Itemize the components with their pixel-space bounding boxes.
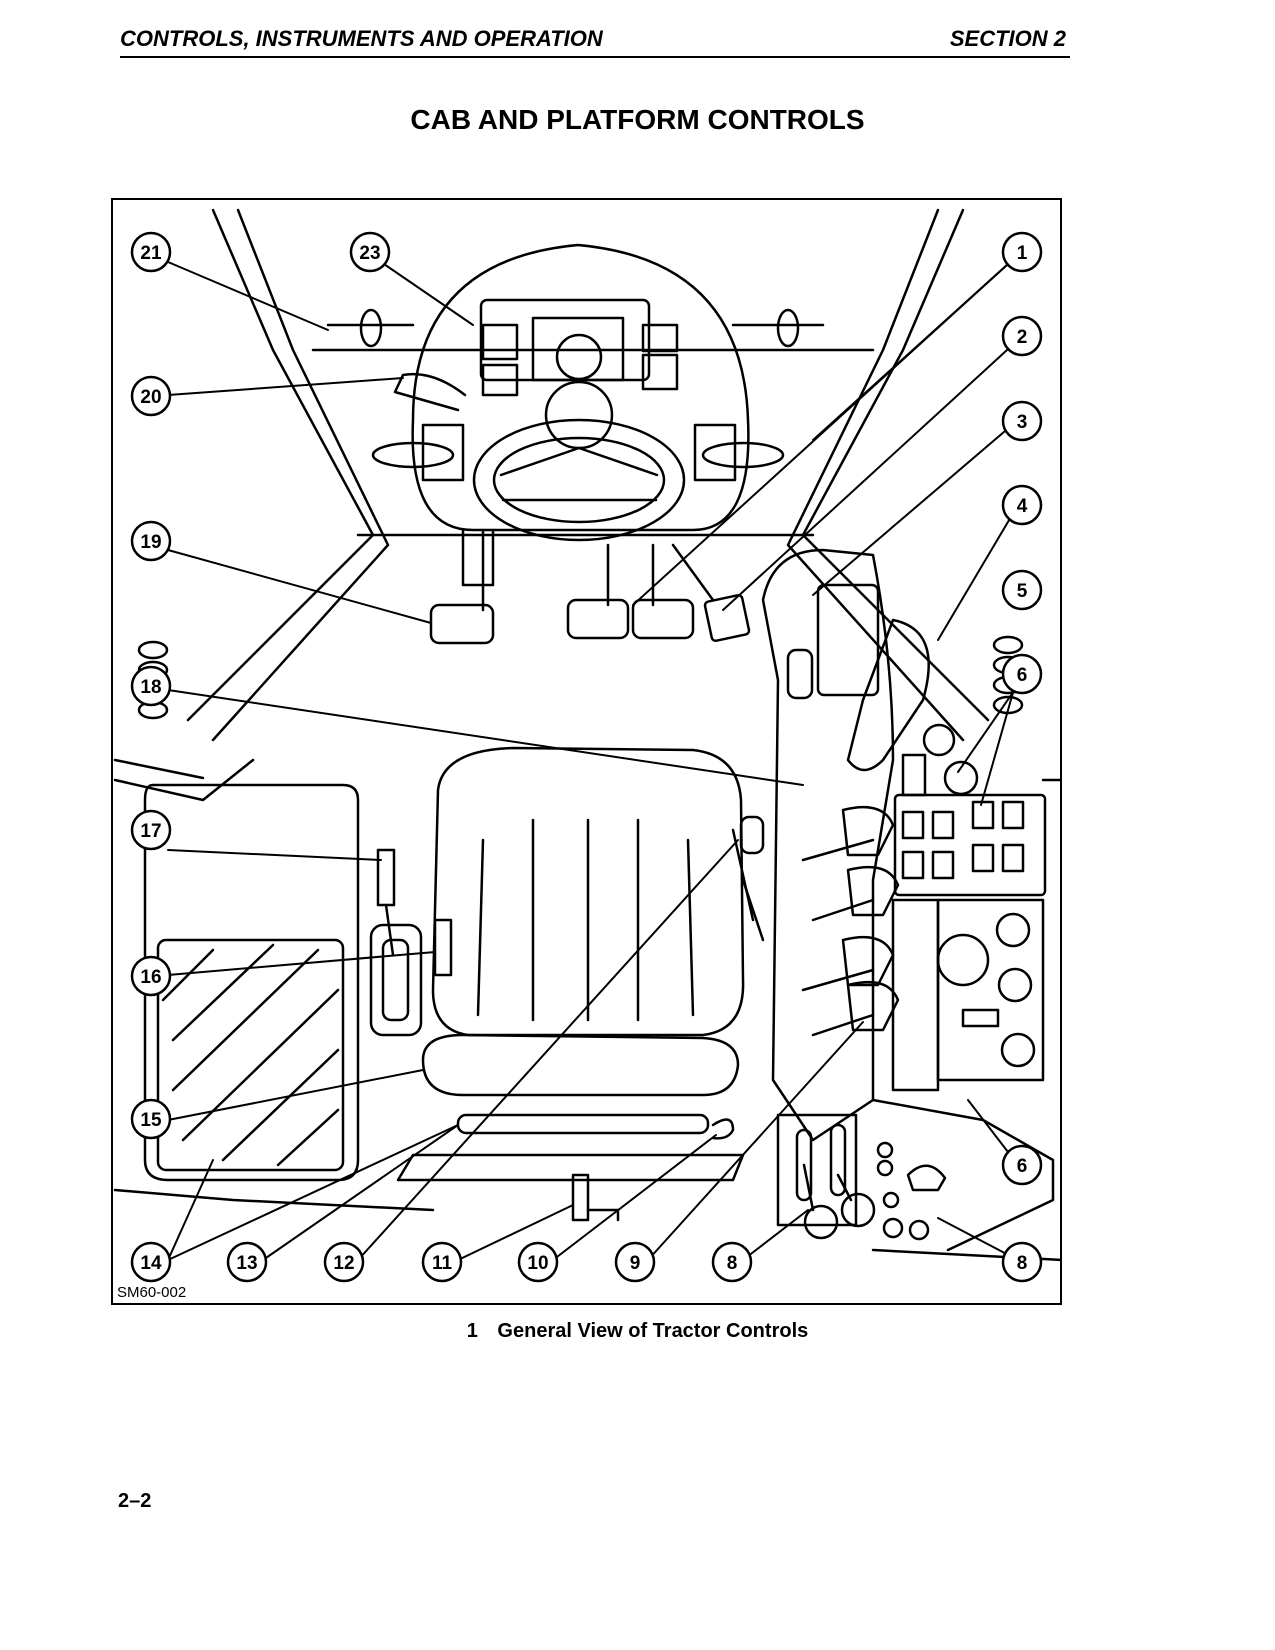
cab-rails (326, 308, 825, 348)
figure-caption-text: General View of Tractor Controls (497, 1320, 809, 1342)
callout-2: 2 (1017, 327, 1028, 348)
page-title: CAB AND PLATFORM CONTROLS (410, 104, 865, 135)
figure-caption: 1 General View of Tractor Controls (0, 1320, 1275, 1343)
cab-illustration: 21 23 20 19 18 17 16 15 14 13 12 11 10 9… (113, 208, 1060, 1283)
callout-20: 19 (140, 532, 161, 553)
callout-18: 17 (140, 821, 161, 842)
figure-caption-number: 1 (466, 1320, 478, 1342)
right-console (761, 548, 1060, 1252)
hydraulic-levers (801, 805, 900, 1037)
callout-8-upper: 6 (1017, 1156, 1028, 1177)
steering-console (371, 243, 785, 587)
callout-14: 13 (236, 1253, 257, 1274)
callout-1: 1 (1017, 243, 1028, 264)
lower-levers (776, 1113, 1060, 1262)
header-chapter-title: CONTROLS, INSTRUMENTS AND OPERATION (120, 26, 603, 51)
running-header: CONTROLS, INSTRUMENTS AND OPERATION SECT… (120, 22, 1070, 58)
tractor-controls-figure: 21 23 20 19 18 17 16 15 14 13 12 11 10 9… (111, 198, 1062, 1305)
operator-seat (396, 746, 765, 1222)
page-number: 2–2 (118, 1490, 152, 1512)
callout-circles (130, 231, 1043, 1283)
leader-lines (167, 254, 1019, 1261)
figure-id-label: SM60-002 (117, 1284, 187, 1301)
callout-11: 10 (527, 1253, 548, 1274)
callout-9: 8 (727, 1253, 738, 1274)
callout-22: 21 (140, 243, 162, 264)
callout-6: 6 (1017, 665, 1028, 686)
left-storage (113, 783, 453, 1212)
cab-frame (113, 208, 990, 802)
callout-19: 18 (140, 677, 161, 698)
callout-23: 23 (359, 243, 380, 264)
callout-5: 5 (1017, 581, 1028, 602)
pedals (429, 528, 751, 645)
callout-13: 12 (333, 1253, 354, 1274)
callout-17: 16 (140, 967, 161, 988)
callout-21: 20 (140, 387, 161, 408)
callout-12: 11 (432, 1253, 453, 1274)
callout-4: 4 (1017, 496, 1028, 517)
callout-15: 14 (140, 1253, 162, 1274)
callout-16: 15 (140, 1110, 162, 1131)
callout-8-lower: 8 (1017, 1253, 1028, 1274)
header-section-label: SECTION 2 (949, 26, 1066, 51)
callout-3: 3 (1017, 412, 1028, 433)
callout-10: 9 (630, 1253, 641, 1274)
